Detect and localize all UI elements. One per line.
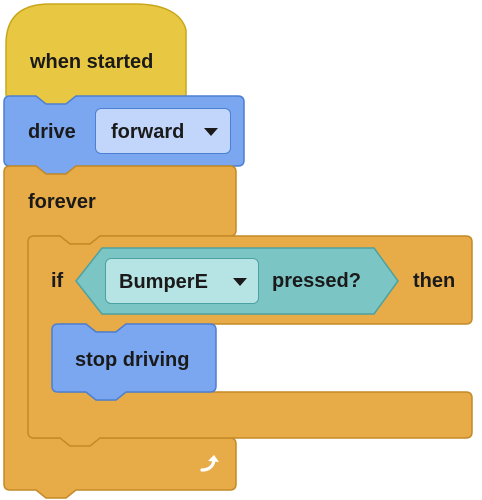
loop-arrow-icon xyxy=(200,455,219,472)
stop-driving-block-shape[interactable] xyxy=(51,323,217,401)
then-label: then xyxy=(413,270,456,292)
bumper-sensor-dropdown[interactable]: BumperE xyxy=(105,258,259,304)
stop-driving-label: stop driving xyxy=(75,349,190,371)
drive-direction-dropdown[interactable]: forward xyxy=(95,108,231,154)
drive-direction-value: forward xyxy=(111,121,185,143)
drive-label: drive xyxy=(28,121,76,143)
bumper-sensor-value: BumperE xyxy=(119,271,208,293)
dropdown-caret-icon xyxy=(233,278,247,286)
when-started-label: when started xyxy=(30,51,154,73)
if-label: if xyxy=(51,270,64,292)
forever-label: forever xyxy=(28,191,96,213)
dropdown-caret-icon xyxy=(204,128,218,136)
pressed-label: pressed? xyxy=(272,270,361,292)
